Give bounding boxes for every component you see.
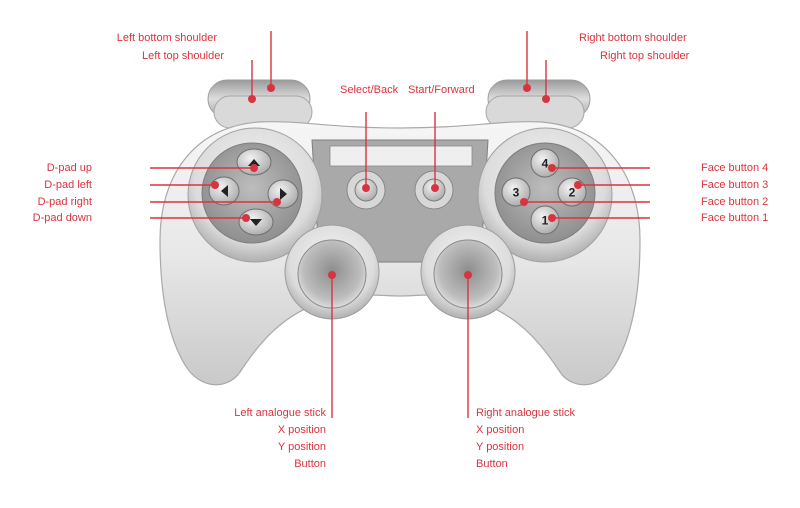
face-button-4[interactable]: 4 <box>530 148 560 178</box>
left-stick-x: X position <box>277 424 326 436</box>
left-stick-button: Button <box>294 458 326 470</box>
right-stick-x: X position <box>476 424 525 436</box>
dot-left-bottom-shoulder <box>267 84 275 92</box>
dot-face-4 <box>548 164 556 172</box>
label-start-forward: Start/Forward <box>408 84 475 96</box>
right-stick-title: Right analogue stick <box>476 407 576 419</box>
arrow-right-icon <box>280 188 287 200</box>
left-stick-y: Y position <box>277 441 326 453</box>
label-right-bottom-shoulder: Right bottom shoulder <box>579 32 687 44</box>
dot-face-1 <box>548 214 556 222</box>
dpad-left-button[interactable] <box>208 176 240 206</box>
label-select-back: Select/Back <box>340 84 399 96</box>
arrow-up-icon <box>248 159 260 166</box>
callout-lines <box>150 31 650 418</box>
face-button-3-label: 3 <box>513 186 520 200</box>
callout-dots <box>211 84 582 279</box>
dot-dpad-down <box>242 214 250 222</box>
dot-left-stick <box>328 271 336 279</box>
right-shoulders <box>485 79 591 129</box>
dpad-right-button[interactable] <box>267 179 299 209</box>
face-button-4-label: 4 <box>542 157 549 171</box>
label-left-top-shoulder: Left top shoulder <box>142 50 224 62</box>
label-face-button-4: Face button 4 <box>701 162 769 174</box>
label-dpad-left: D-pad left <box>44 179 92 191</box>
label-face-button-2: Face button 2 <box>701 196 769 208</box>
center-label-strip <box>329 145 473 167</box>
right-stick-y: Y position <box>476 441 525 453</box>
right-stick-labels: Right analogue stick X position Y positi… <box>476 405 575 473</box>
label-dpad-down: D-pad down <box>32 212 92 224</box>
dot-select <box>362 184 370 192</box>
dot-dpad-right <box>273 198 281 206</box>
label-right-top-shoulder: Right top shoulder <box>600 50 690 62</box>
label-dpad-right: D-pad right <box>37 196 92 208</box>
dot-left-top-shoulder <box>248 95 256 103</box>
arrow-left-icon <box>221 185 228 197</box>
label-dpad-up: D-pad up <box>46 162 92 174</box>
dot-dpad-left <box>211 181 219 189</box>
dpad-down-button[interactable] <box>238 208 274 236</box>
dot-right-bottom-shoulder <box>523 84 531 92</box>
arrow-down-icon <box>250 219 262 226</box>
right-stick-button: Button <box>476 458 508 470</box>
face-button-1[interactable]: 1 <box>530 205 560 235</box>
label-left-bottom-shoulder: Left bottom shoulder <box>116 32 217 44</box>
left-shoulders <box>207 79 313 129</box>
left-stick-title: Left analogue stick <box>234 407 326 419</box>
dot-start <box>431 184 439 192</box>
dot-right-top-shoulder <box>542 95 550 103</box>
label-face-button-3: Face button 3 <box>701 179 769 191</box>
dot-dpad-up <box>250 164 258 172</box>
left-stick-labels: Left analogue stick X position Y positio… <box>234 405 326 473</box>
dot-face-2 <box>520 198 528 206</box>
face-button-2-label: 2 <box>569 186 576 200</box>
label-face-button-1: Face button 1 <box>701 212 769 224</box>
dot-face-3 <box>574 181 582 189</box>
face-button-1-label: 1 <box>542 214 549 228</box>
dot-right-stick <box>464 271 472 279</box>
